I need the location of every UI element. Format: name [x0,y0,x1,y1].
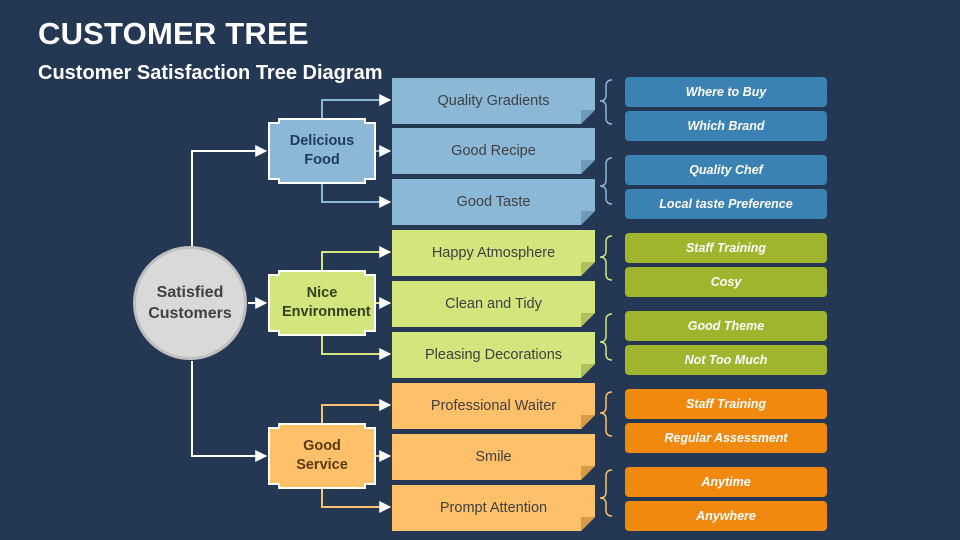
item-note: Smile [392,434,595,480]
leaf-box: Quality Chef [625,155,827,185]
leaf-box: Anytime [625,467,827,497]
branch-label: Nice Environment [282,285,371,320]
brace-1 [599,79,613,125]
item-note: Pleasing Decorations [392,332,595,378]
branch-label: Good Service [296,438,348,473]
brace-3 [599,235,613,281]
leaf-box: Where to Buy [625,77,827,107]
item-note: Prompt Attention [392,485,595,531]
root-node: Satisfied Customers [133,246,247,360]
leaf-box: Local taste Preference [625,189,827,219]
brace-5 [599,391,613,437]
leaf-box: Not Too Much [625,345,827,375]
brace-6 [599,469,613,517]
root-connector-bottom [191,361,268,462]
root-connector-top [191,145,268,246]
branch3-connector-top [321,399,392,423]
item-note: Clean and Tidy [392,281,595,327]
branch1-connector-top [321,94,392,118]
item-note: Happy Atmosphere [392,230,595,276]
branch-label: Delicious Food [289,133,355,168]
branch-node-good-service: Good Service [268,423,376,489]
brace-4 [599,313,613,361]
item-note: Quality Gradients [392,78,595,124]
leaf-box: Staff Training [625,233,827,263]
item-note: Good Recipe [392,128,595,174]
branch2-connector-bottom [321,336,392,360]
leaf-box: Anywhere [625,501,827,531]
branch1-connector-bottom [321,184,392,208]
leaf-box: Good Theme [625,311,827,341]
branch3-connector-bottom [321,489,392,513]
item-note: Good Taste [392,179,595,225]
leaf-box: Regular Assessment [625,423,827,453]
leaf-box: Cosy [625,267,827,297]
brace-2 [599,157,613,205]
item-note: Professional Waiter [392,383,595,429]
page-subtitle: Customer Satisfaction Tree Diagram [38,62,383,84]
leaf-box: Which Brand [625,111,827,141]
leaf-box: Staff Training [625,389,827,419]
page-title: CUSTOMER TREE [38,16,309,51]
branch-node-delicious-food: Delicious Food [268,118,376,184]
branch2-connector-top [321,246,392,270]
branch-node-nice-environment: Nice Environment [268,270,376,336]
